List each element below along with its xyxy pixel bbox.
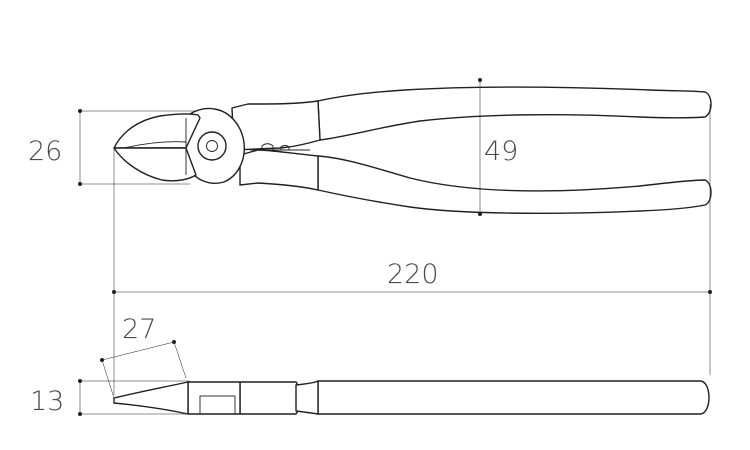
dim-dot <box>78 379 82 383</box>
side-shank <box>239 381 300 415</box>
dim-dot <box>100 358 104 362</box>
rivet-inner <box>206 140 218 152</box>
lower-handle <box>317 155 712 215</box>
dimension-lines <box>78 78 712 416</box>
upper-jaw <box>113 113 201 149</box>
lower-jaw <box>113 147 197 182</box>
crimp-notches <box>261 143 290 150</box>
dim-dot <box>478 212 482 216</box>
upper-handle <box>317 86 712 141</box>
side-handle <box>317 380 710 415</box>
dim-label-thickness: 13 <box>30 386 64 417</box>
dim-label-overall-length: 220 <box>387 259 439 290</box>
lower-shank <box>239 149 319 191</box>
dim-label-handle-span: 49 <box>484 136 518 167</box>
rivet-outer <box>197 131 227 161</box>
upper-shank <box>231 100 321 151</box>
side-joint-block <box>187 381 241 415</box>
dim-dot <box>478 78 482 82</box>
dim-dot <box>78 412 82 416</box>
dim-dot <box>112 290 116 294</box>
pliers-top-view <box>113 86 712 215</box>
dim-dot <box>78 109 82 113</box>
dim-dot <box>708 290 712 294</box>
side-neck <box>295 380 319 415</box>
dim-dot <box>78 182 82 186</box>
side-rivet-face <box>199 395 236 415</box>
dim-dot <box>172 340 176 344</box>
dim-label-jaw-width: 26 <box>28 136 62 167</box>
dim-label-head-angle: 27 <box>122 314 156 345</box>
pliers-side-view <box>113 380 710 415</box>
jaw-bevel-lines <box>123 118 187 175</box>
side-blade <box>113 381 189 415</box>
